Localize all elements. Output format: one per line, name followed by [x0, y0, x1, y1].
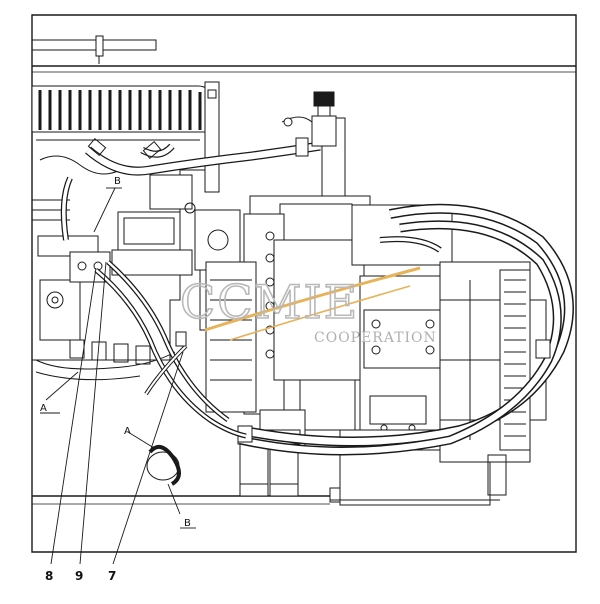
expansion-tank-cap [281, 91, 346, 197]
drawing-frame [31, 14, 577, 553]
watermark-sub: COOPERATION [314, 330, 437, 346]
return-hoses [237, 203, 574, 456]
watermark-swoosh [204, 266, 421, 332]
callout-9: 9 [75, 569, 83, 583]
fuel-lines [94, 260, 247, 486]
leader-lines [40, 187, 196, 565]
cooling-fins [38, 90, 202, 130]
callout-8: 8 [45, 569, 53, 583]
callout-7: 7 [108, 569, 116, 583]
upper-hoses [60, 137, 321, 241]
watermark: CCMIE COOPERATION [179, 266, 437, 346]
callout-a-left: A [40, 403, 47, 414]
callout-a-lower: A [124, 426, 131, 437]
watermark-brand: CCMIE [180, 275, 359, 329]
callouts: B A A B 8 9 7 [40, 176, 191, 583]
outline-right [329, 252, 577, 503]
top-rail [31, 35, 157, 64]
air-cleaner-housing [31, 81, 220, 193]
callout-b-top: B [114, 176, 121, 187]
housing-ribs [210, 279, 252, 381]
fan-drive-pump [439, 261, 547, 463]
callout-b-bottom: B [184, 518, 191, 529]
